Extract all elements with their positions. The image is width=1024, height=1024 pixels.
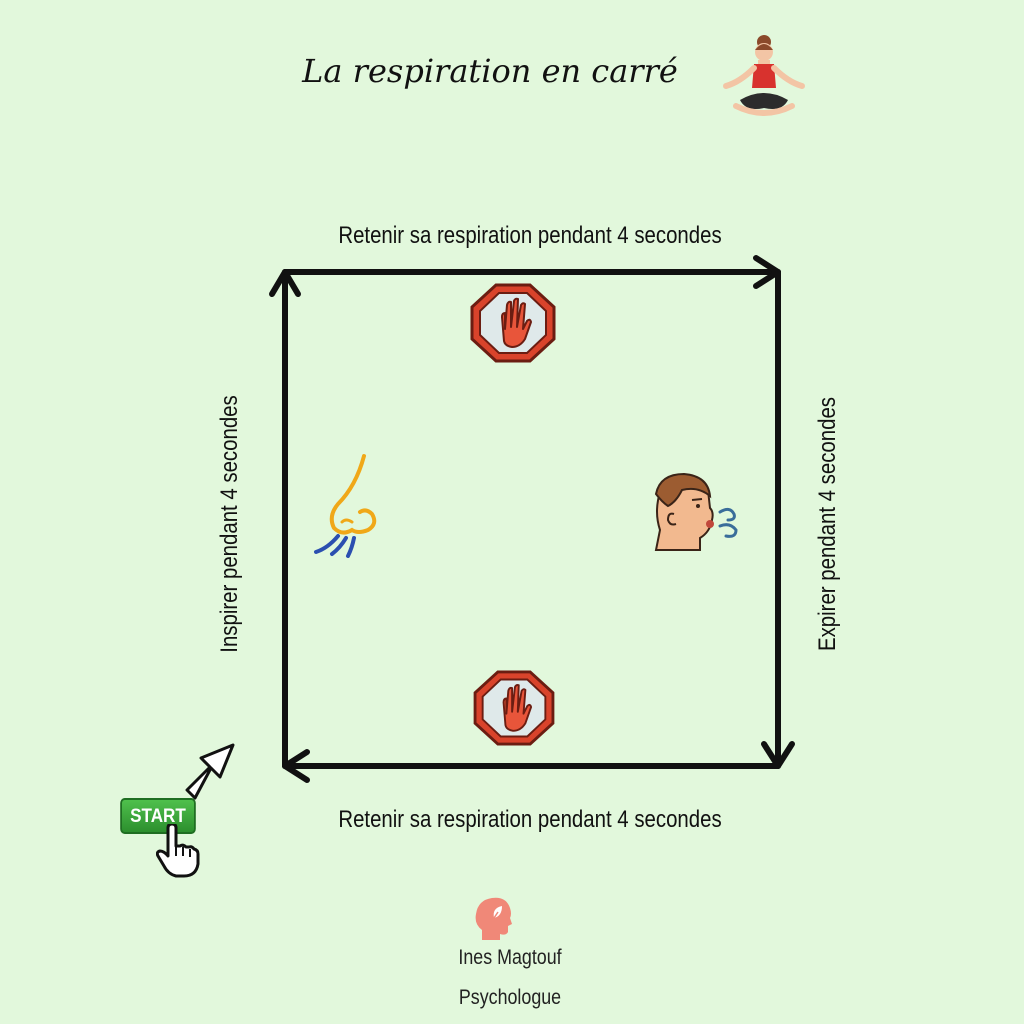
- author-role: Psychologue: [458, 986, 562, 1009]
- pointer-hand-icon: [156, 824, 200, 878]
- start-arrow-icon: [185, 743, 235, 800]
- nose-inhale-icon: [314, 454, 377, 558]
- author-name: Ines Magtouf: [458, 946, 562, 969]
- psychologist-logo-icon: [475, 897, 512, 940]
- page-title: La respiration en carré: [302, 52, 678, 90]
- step-top-label: Retenir sa respiration pendant 4 seconde…: [338, 222, 722, 249]
- stop-hand-top-icon: [470, 283, 556, 363]
- meditating-person-icon: [723, 35, 805, 116]
- stop-hand-bottom-icon: [473, 670, 555, 746]
- start-button[interactable]: START: [120, 798, 196, 834]
- arrow-left-head: [282, 749, 310, 783]
- exhale-face-icon: [654, 472, 738, 551]
- step-bottom-label: Retenir sa respiration pendant 4 seconde…: [338, 806, 722, 833]
